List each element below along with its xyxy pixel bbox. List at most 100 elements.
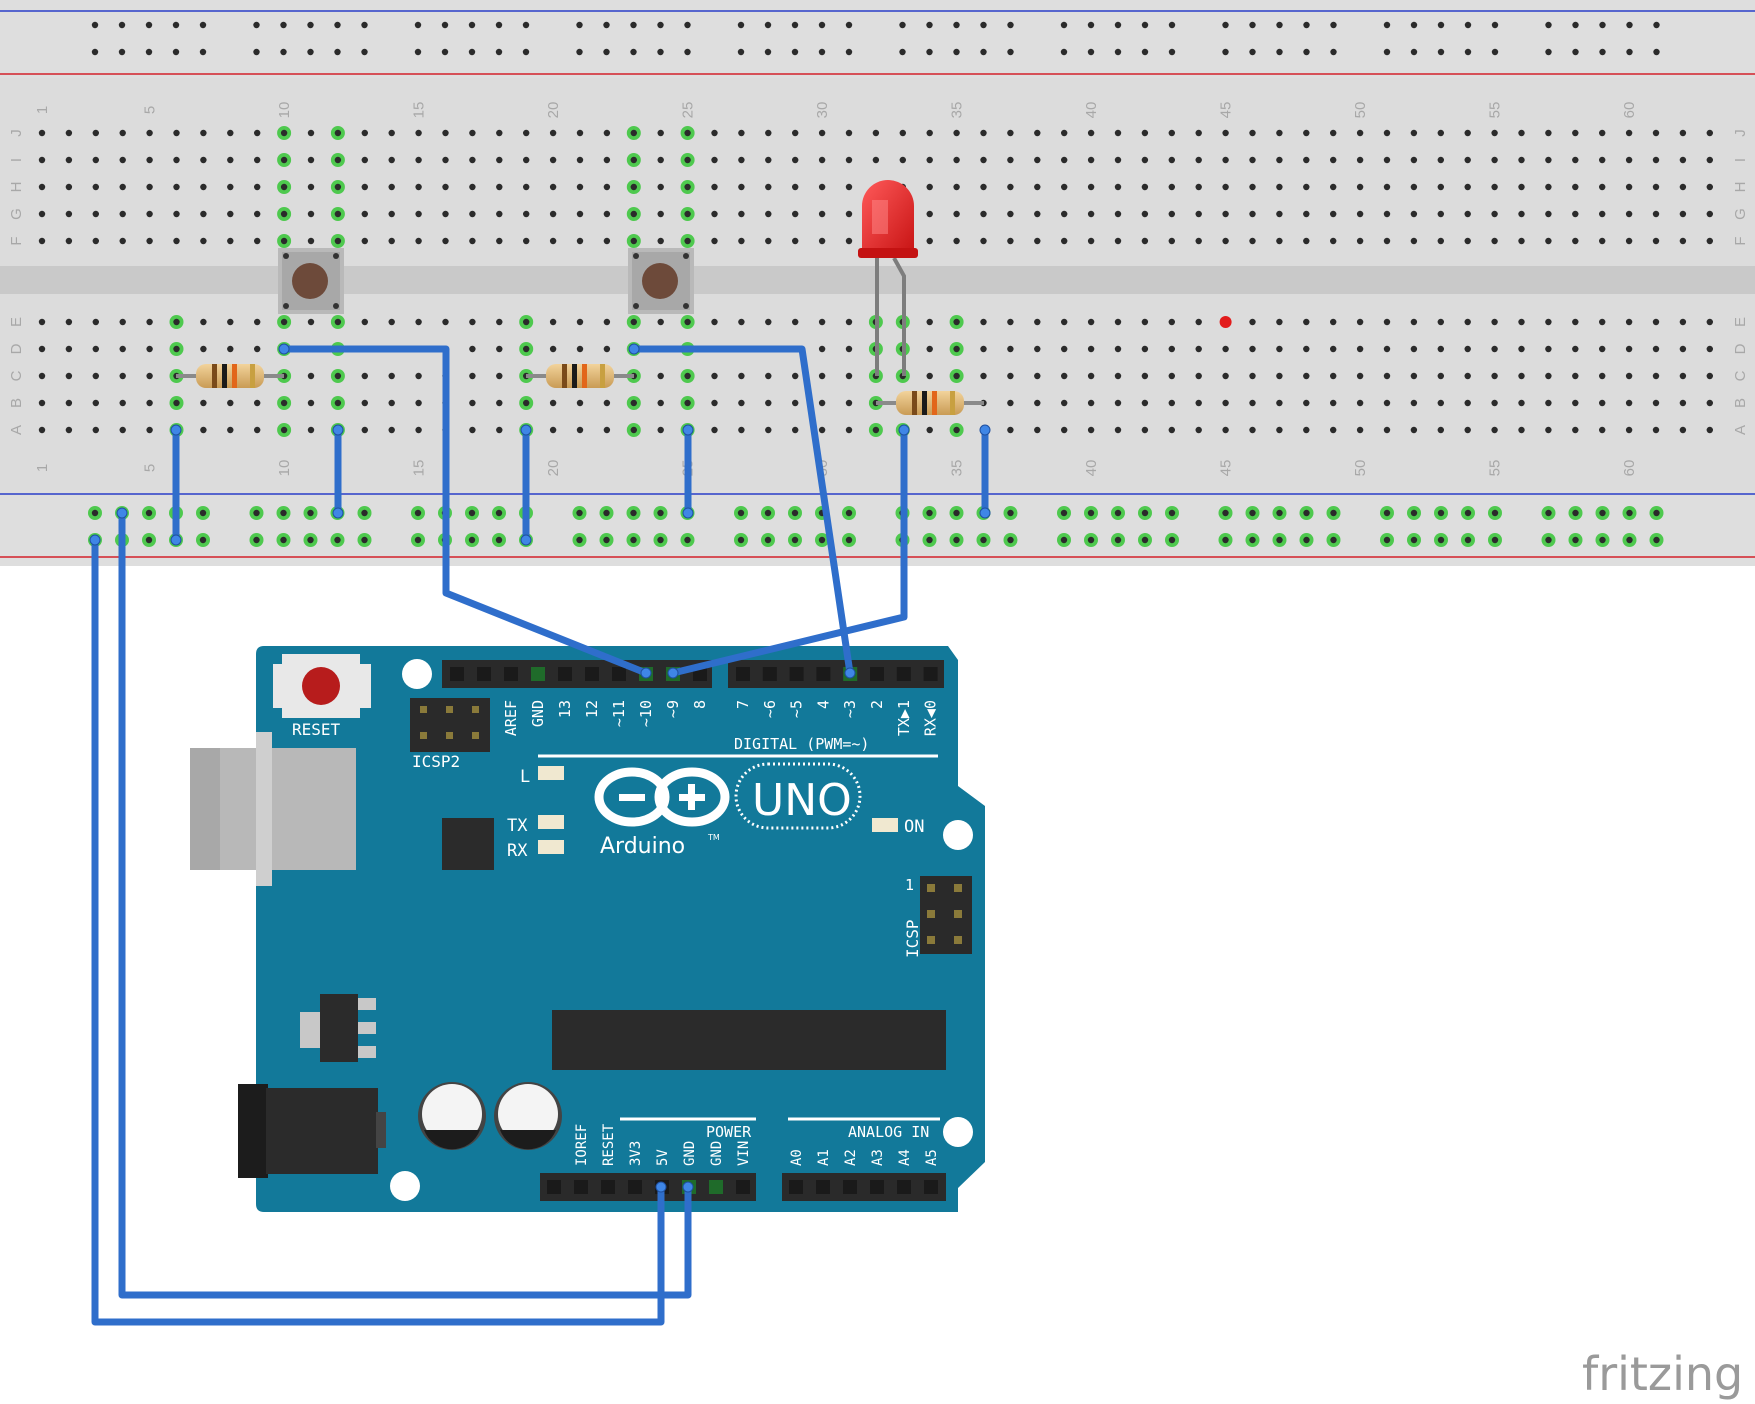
rail-hole bbox=[1249, 48, 1256, 56]
pushbutton[interactable] bbox=[628, 248, 694, 314]
header-pin[interactable] bbox=[450, 667, 464, 681]
breadboard-hole bbox=[334, 372, 342, 380]
header-pin[interactable] bbox=[612, 667, 626, 681]
breadboard-hole bbox=[173, 129, 180, 137]
column-number: 35 bbox=[949, 102, 966, 119]
breadboard-hole bbox=[1303, 210, 1310, 218]
breadboard-hole bbox=[146, 345, 153, 353]
rail-hole bbox=[1007, 509, 1014, 517]
breadboard-hole bbox=[1087, 426, 1095, 434]
column-number: 55 bbox=[1487, 460, 1504, 477]
header-pin[interactable] bbox=[816, 667, 831, 681]
breadboard-hole bbox=[1114, 237, 1122, 245]
breadboard-hole bbox=[845, 210, 853, 218]
breadboard-hole bbox=[1491, 426, 1498, 434]
breadboard-hole bbox=[307, 156, 315, 164]
resistor bbox=[876, 391, 984, 415]
rail-hole bbox=[1141, 21, 1149, 29]
wire-gnd-to-rail[interactable] bbox=[118, 509, 692, 1299]
rail-hole bbox=[737, 509, 745, 517]
breadboard-hole bbox=[38, 183, 46, 191]
breadboard-hole bbox=[1061, 372, 1068, 380]
breadboard-hole bbox=[415, 426, 422, 434]
header-pin[interactable] bbox=[585, 667, 599, 681]
breadboard-hole bbox=[1168, 129, 1176, 137]
header-pin[interactable] bbox=[574, 1180, 588, 1194]
breadboard-hole bbox=[1114, 183, 1122, 191]
header-pin[interactable] bbox=[558, 667, 572, 681]
rail-hole bbox=[603, 509, 610, 517]
header-pin[interactable] bbox=[924, 1180, 938, 1194]
rail-hole bbox=[845, 509, 853, 517]
breadboard-hole bbox=[1679, 372, 1687, 380]
breadboard-hole bbox=[307, 129, 315, 137]
breadboard-hole bbox=[469, 210, 476, 218]
header-pin[interactable] bbox=[789, 1180, 803, 1194]
breadboard-hole bbox=[603, 210, 611, 218]
breadboard-hole bbox=[603, 426, 611, 434]
header-pin[interactable] bbox=[736, 667, 750, 681]
breadboard-hole bbox=[227, 210, 234, 218]
header-pin[interactable] bbox=[870, 667, 884, 681]
digital-label: DIGITAL (PWM=~) bbox=[734, 735, 869, 753]
header-pin[interactable] bbox=[709, 1180, 723, 1194]
rail-hole bbox=[1626, 21, 1633, 29]
breadboard-hole bbox=[38, 237, 46, 245]
header-pin[interactable] bbox=[789, 667, 804, 681]
rail-hole bbox=[1599, 509, 1606, 517]
breadboard-hole bbox=[200, 183, 207, 191]
header-pin[interactable] bbox=[504, 667, 518, 681]
rail-hole bbox=[253, 509, 260, 517]
breadboard-hole bbox=[765, 156, 772, 164]
column-number: 1 bbox=[34, 464, 51, 472]
rail-hole bbox=[145, 509, 153, 517]
breadboard-hole bbox=[1491, 237, 1498, 245]
header-pin[interactable] bbox=[531, 667, 545, 681]
breadboard-marker bbox=[1219, 316, 1232, 328]
digital-pin-label: 13 bbox=[556, 700, 574, 718]
rail-hole bbox=[657, 21, 664, 29]
breadboard-hole bbox=[1706, 372, 1714, 380]
digital-pin-label: AREF bbox=[502, 700, 520, 736]
reset-button[interactable] bbox=[273, 654, 371, 718]
rail-hole bbox=[1599, 536, 1606, 544]
header-pin[interactable] bbox=[923, 667, 938, 681]
header-pin[interactable] bbox=[762, 667, 777, 681]
header-pin[interactable] bbox=[628, 1180, 642, 1194]
rail-hole bbox=[1222, 48, 1229, 56]
rail-hole bbox=[145, 21, 153, 29]
breadboard-hole bbox=[227, 237, 234, 245]
breadboard-hole bbox=[738, 426, 745, 434]
breadboard-hole bbox=[1491, 345, 1498, 353]
wire-button2-to-pin3[interactable] bbox=[630, 345, 854, 677]
row-letter: I bbox=[8, 158, 25, 162]
breadboard-hole bbox=[1545, 399, 1552, 407]
header-pin[interactable] bbox=[601, 1180, 615, 1194]
breadboard-hole bbox=[200, 210, 207, 218]
column-number: 20 bbox=[545, 460, 562, 477]
rail-hole bbox=[1437, 536, 1445, 544]
header-pin[interactable] bbox=[736, 1180, 750, 1194]
pushbutton[interactable] bbox=[278, 248, 344, 314]
header-pin[interactable] bbox=[896, 667, 911, 681]
wire-endpoint bbox=[844, 667, 856, 679]
rail-hole bbox=[1626, 48, 1633, 56]
breadboard-hole bbox=[953, 345, 960, 353]
rail-hole bbox=[845, 48, 853, 56]
breadboard-hole bbox=[1168, 237, 1176, 245]
led-rx-label: RX bbox=[507, 841, 528, 861]
header-pin[interactable] bbox=[870, 1180, 884, 1194]
wire-led-to-pin9[interactable] bbox=[669, 426, 908, 677]
header-pin[interactable] bbox=[843, 1180, 857, 1194]
wire-button1-to-pin10[interactable] bbox=[280, 345, 650, 677]
power-pin-label: 5V bbox=[655, 1149, 671, 1166]
breadboard-hole bbox=[146, 210, 153, 218]
header-pin[interactable] bbox=[477, 667, 491, 681]
header-pin[interactable] bbox=[816, 1180, 830, 1194]
breadboard-hole bbox=[1679, 129, 1687, 137]
digital-pin-label: 8 bbox=[691, 700, 709, 709]
breadboard-hole bbox=[415, 210, 422, 218]
header-pin[interactable] bbox=[547, 1180, 561, 1194]
wire-5v-to-rail[interactable] bbox=[91, 536, 665, 1326]
header-pin[interactable] bbox=[897, 1180, 911, 1194]
